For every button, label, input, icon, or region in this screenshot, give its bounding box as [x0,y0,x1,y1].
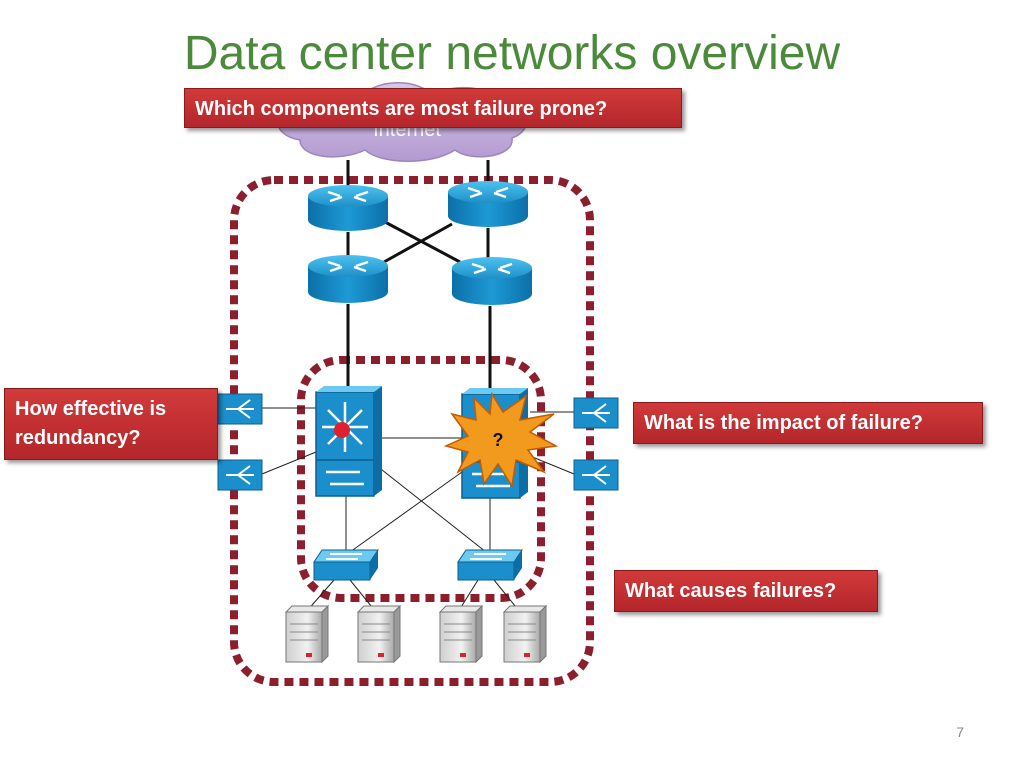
access-switch-icon [573,397,619,429]
multilayer-switch-icon [315,386,382,497]
callout-failure-causes: What causes failures? [614,570,878,612]
callout-failure-impact: What is the impact of failure? [633,402,983,444]
slide-title: Data center networks overview [183,27,841,80]
access-switch-icon [217,459,263,491]
access-switch-icon [573,459,619,491]
router-icon [308,185,388,231]
failure-question-mark: ? [493,430,504,450]
router-icon [308,255,388,303]
server-icon [356,604,402,664]
callout-redundancy: How effective is redundancy? [4,388,218,460]
failure-burst-icon: ? [443,391,559,489]
router-icon [448,181,528,227]
server-icon [284,604,330,664]
workgroup-switch-icon [457,549,523,581]
aggregation-boundary [297,356,545,602]
datacenter-boundary [230,176,594,686]
page-number: 7 [956,724,964,740]
router-icon [452,257,532,305]
workgroup-switch-icon [313,549,379,581]
server-icon [438,604,484,664]
access-switch-icon [217,393,263,425]
core-links [346,160,492,394]
callout-failure-prone: Which components are most failure prone? [184,88,682,128]
server-icon [502,604,548,664]
